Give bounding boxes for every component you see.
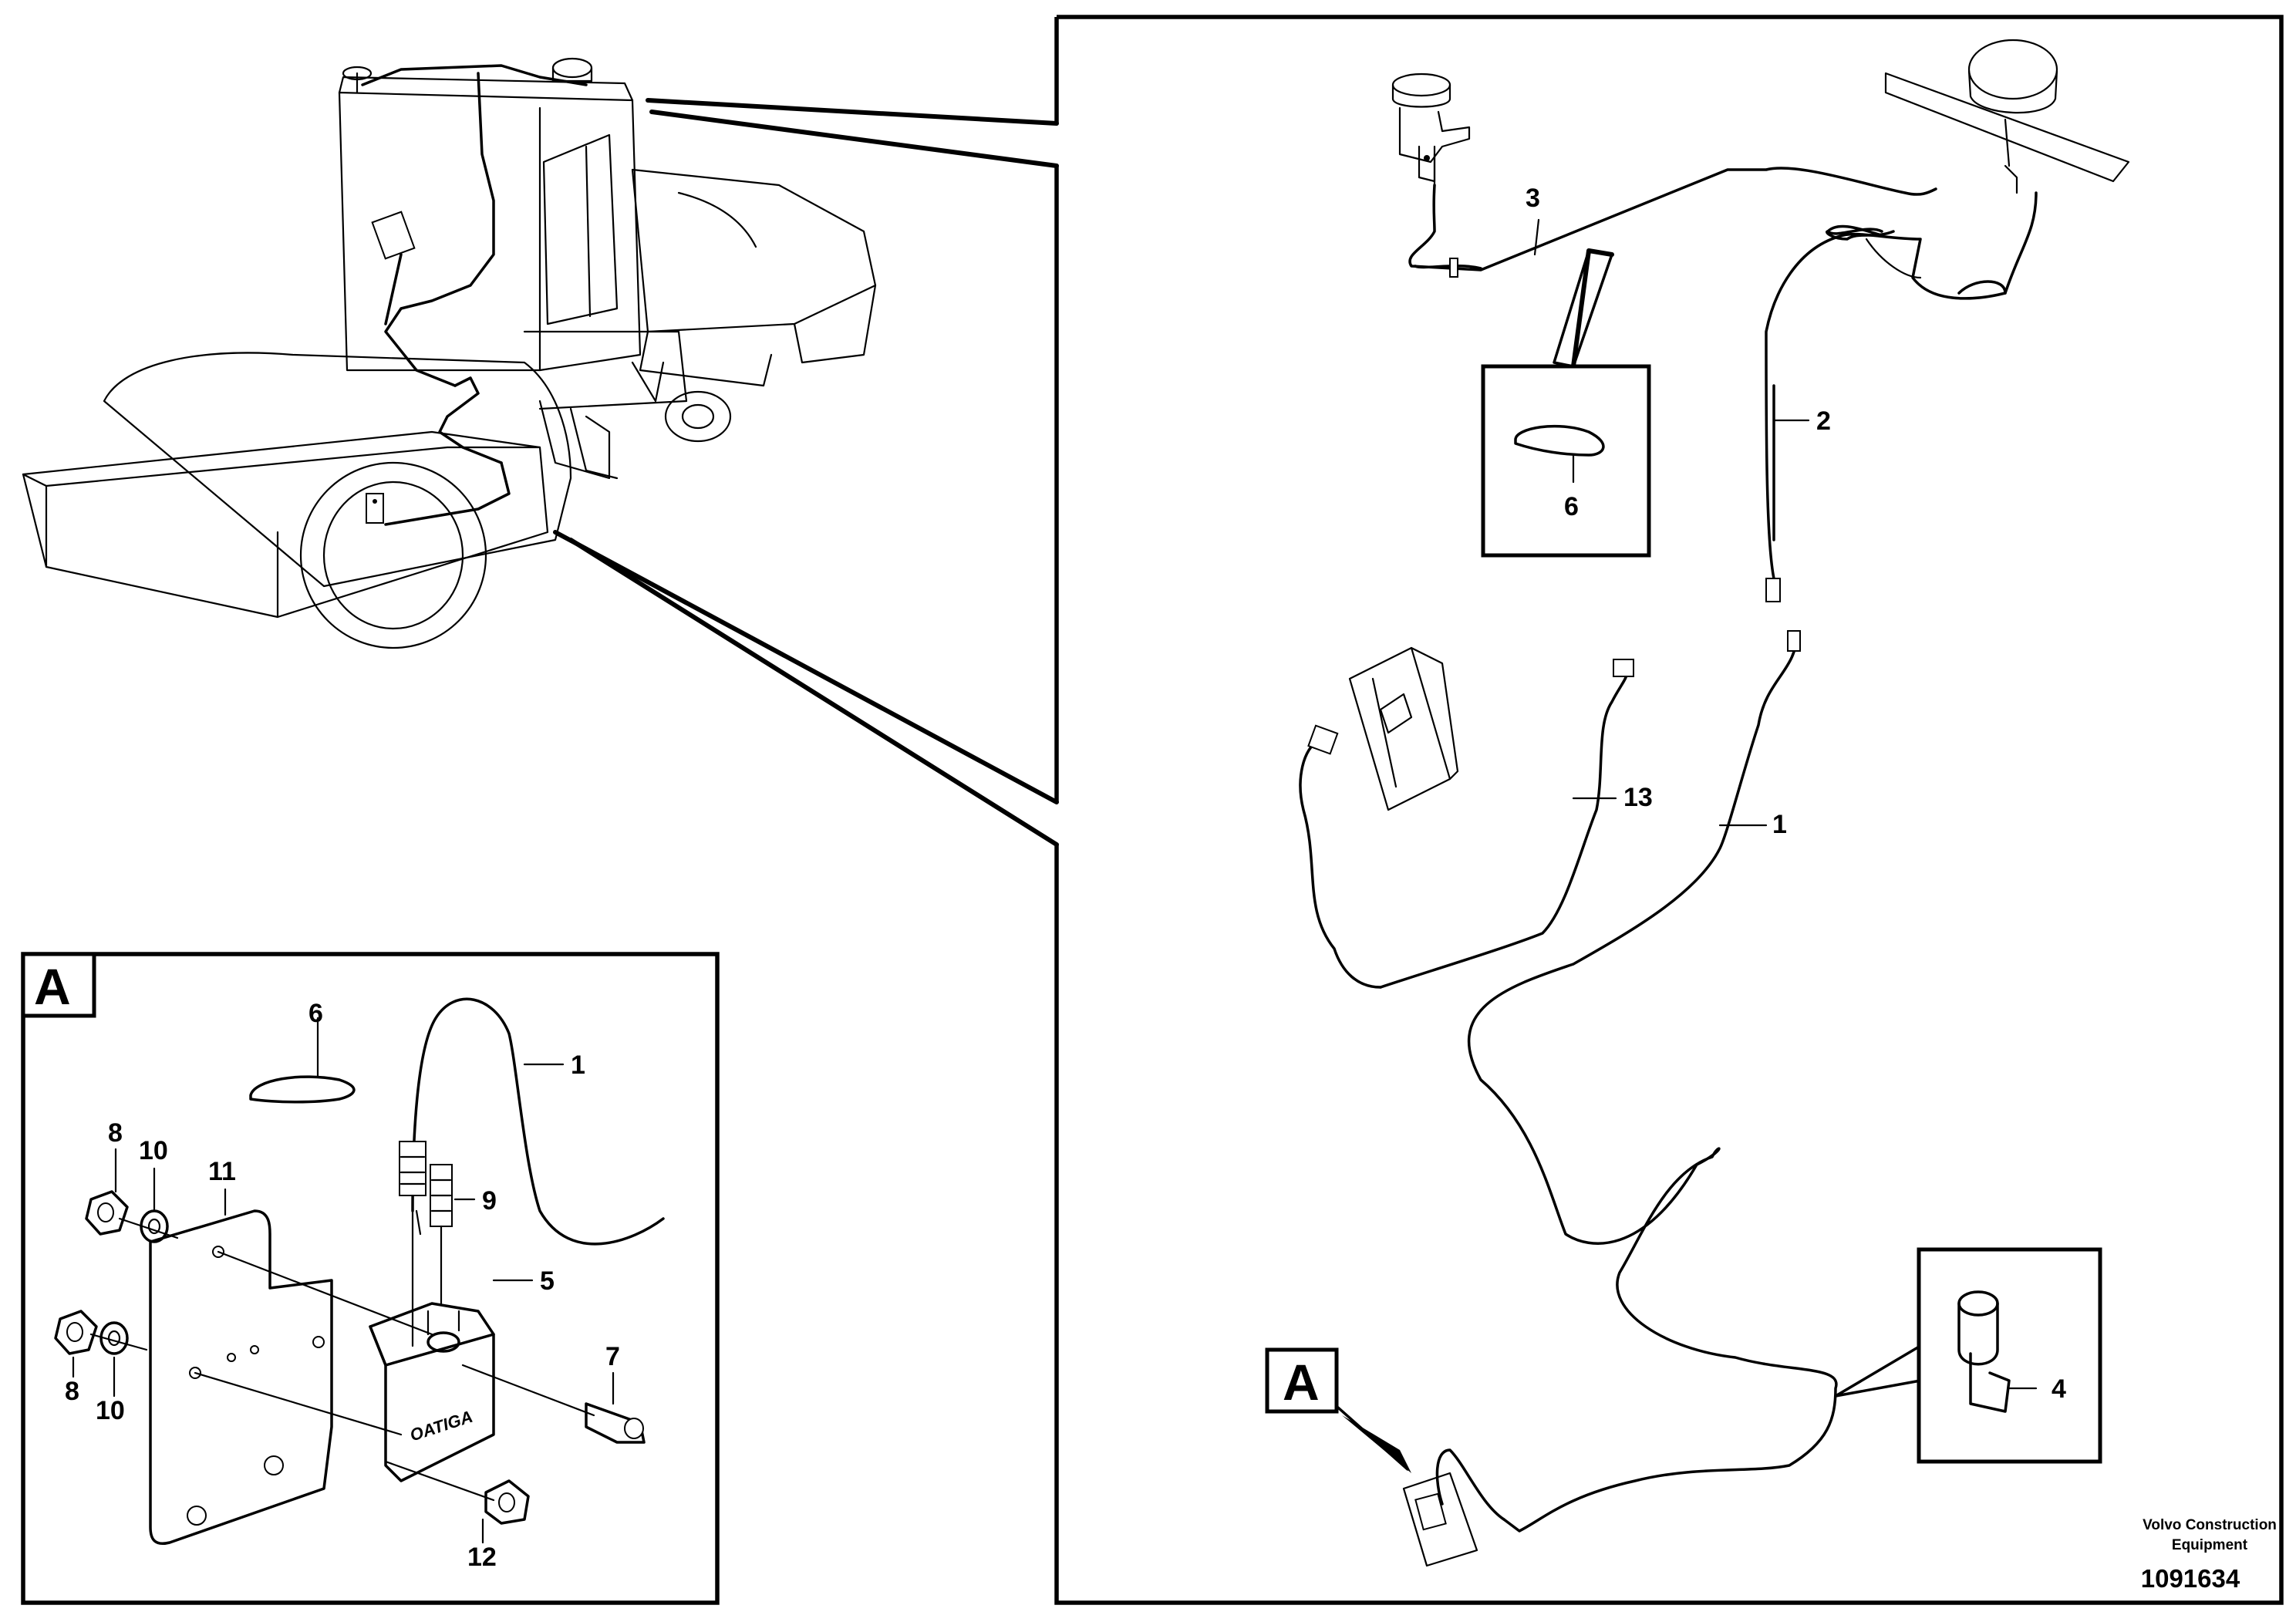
cable-2 — [1765, 191, 2038, 602]
roller-machine-overview — [22, 57, 877, 649]
zoom-leader-lines — [553, 98, 1059, 847]
gps-antenna-right — [1884, 39, 2130, 194]
controller-unit — [1299, 646, 1634, 989]
callout-10-bottom: 10 — [96, 1396, 125, 1425]
gps-antenna-left — [1391, 73, 1471, 194]
callout-3: 3 — [1526, 184, 1540, 213]
callout-11: 11 — [208, 1157, 236, 1186]
callout-1-detail: 1 — [571, 1050, 585, 1080]
callout-5: 5 — [540, 1266, 555, 1296]
cable-clamp-callout-box — [1834, 1247, 2102, 1464]
callout-7: 7 — [605, 1342, 620, 1371]
detail-a-callouts: A 6 1 8 10 11 9 5 7 8 10 12 — [34, 958, 620, 1572]
detail-a-title: A — [34, 958, 71, 1015]
tie-clip-callout-box — [1481, 248, 1651, 558]
callout-8-top: 8 — [108, 1118, 123, 1148]
callout-4: 4 — [2052, 1374, 2066, 1404]
callout-9: 9 — [482, 1186, 497, 1216]
callout-6-main: 6 — [1564, 492, 1579, 521]
drawing-footer: Volvo Construction Equipment 1091634 — [2141, 1517, 2277, 1593]
callout-6-detail: 6 — [308, 999, 323, 1028]
detail-a-frame — [21, 952, 720, 1605]
callout-1-main: 1 — [1772, 810, 1787, 839]
detail-a-title-box — [21, 952, 96, 1018]
callout-a-main: A — [1283, 1354, 1320, 1411]
drawing-number: 1091634 — [2141, 1564, 2240, 1593]
cable-1 — [1402, 630, 1838, 1567]
callout-12: 12 — [467, 1543, 497, 1572]
main-callouts: 3 2 6 13 1 4 A — [1283, 184, 2066, 1411]
callout-13: 13 — [1623, 783, 1653, 812]
detail-a-marker — [1265, 1347, 1411, 1473]
main-detail-frame — [1054, 15, 2284, 1605]
brand-line-1: Volvo Construction — [2143, 1517, 2277, 1533]
callout-8-bottom: 8 — [65, 1377, 79, 1406]
callout-10-top: 10 — [139, 1136, 168, 1165]
brand-line-2: Equipment — [2172, 1537, 2248, 1553]
cable-3 — [1408, 167, 1937, 278]
callout-2: 2 — [1816, 406, 1831, 436]
